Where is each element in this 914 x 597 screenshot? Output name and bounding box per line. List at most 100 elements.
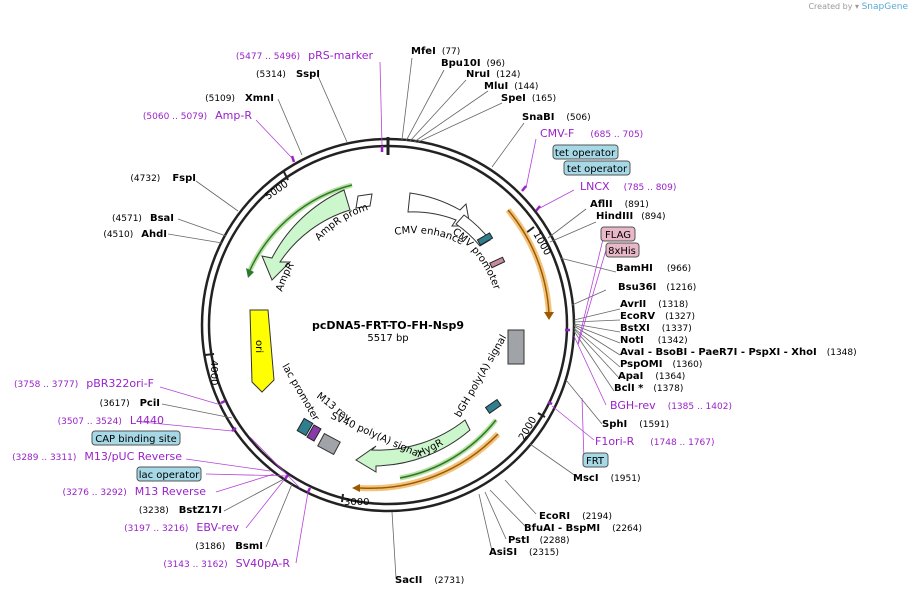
enzyme-sphi-pos: (1591) <box>639 420 669 430</box>
svg-text:NruI(124): NruI(124) <box>466 69 520 80</box>
svg-text:(4510)AhdI: (4510)AhdI <box>103 229 167 240</box>
enzyme-bpu10i-name: Bpu10I <box>441 58 481 69</box>
tick-label-4000: 4000 <box>208 360 219 385</box>
enzyme-ecorv-name: EcoRV <box>620 311 655 322</box>
svg-text:AvrII(1318): AvrII (1318) <box>620 299 688 310</box>
svg-text:CMV enhancer: CMV enhancer <box>0 0 465 248</box>
primer-lines <box>141 61 607 564</box>
enzyme-bpu10i-pos: (96) <box>487 59 505 69</box>
feature-flag: FLAG <box>605 230 631 241</box>
enzyme-sacii-name: SacII <box>395 575 422 586</box>
feature-lac-operator: lac operator <box>139 470 200 481</box>
enzyme-xmni-pos: (5109) <box>205 94 235 104</box>
svg-text:(4571)BsaI: (4571)BsaI <box>112 213 174 224</box>
feature-tet-operator-2: tet operator <box>567 164 628 175</box>
enzyme-sacii-pos: (2731) <box>434 576 464 586</box>
feature-ori[interactable]: ori <box>249 309 275 393</box>
enzyme-avrii-name: AvrII <box>620 299 646 310</box>
snapgene-credit: Created by ▾ SnapGene <box>808 2 908 12</box>
enzyme-snabi-pos: (506) <box>566 113 590 123</box>
svg-text:(5060 .. 5079)Amp-R: (5060 .. 5079)Amp-R <box>143 109 252 122</box>
svg-text:(3143 .. 3162)SV40pA-R: (3143 .. 3162)SV40pA-R <box>163 557 290 570</box>
orf-arcs <box>246 182 554 492</box>
primer-m13rev-range: (3276 .. 3292) <box>63 488 127 498</box>
primer-lncx-name: LNCX <box>580 180 610 193</box>
enzyme-apai-name: ApaI <box>618 371 643 382</box>
enzyme-bamhi-pos: (966) <box>667 264 691 274</box>
enzyme-sspi-pos: (5314) <box>256 70 286 80</box>
svg-text:(3758 .. 3777)pBR322ori-F: (3758 .. 3777)pBR322ori-F <box>14 377 154 390</box>
primer-prs-range: (5477 .. 5496) <box>236 52 300 62</box>
enzyme-labels-left: (5314)SspI (5109)XmnI (4732)FspI (4571)B… <box>100 69 320 552</box>
primer-m13puc-range: (3289 .. 3311) <box>12 453 76 463</box>
svg-text:BclI *(1378): BclI * (1378) <box>614 383 683 394</box>
boxed-feature-labels: tet operator tet operator FLAG 8xHis FRT… <box>91 144 640 482</box>
svg-text:(5477 .. 5496)pRS-marker: (5477 .. 5496)pRS-marker <box>236 49 374 62</box>
enzyme-bcli-pos: (1378) <box>653 384 683 394</box>
enzyme-mlui-pos: (144) <box>514 82 538 92</box>
primer-bghrev-name: BGH-rev <box>610 399 656 412</box>
enzyme-ahdi-pos: (4510) <box>103 230 133 240</box>
svg-text:MscI(1951): MscI(1951) <box>573 473 641 484</box>
enzyme-pspomi-name: PspOMI <box>620 359 662 370</box>
enzyme-aflii-name: AflII <box>590 199 613 210</box>
svg-text:PstI(2288): PstI(2288) <box>508 535 570 546</box>
svg-text:AvaI - BsoBI - PaeR7I - PspXI: AvaI - BsoBI - PaeR7I - PspXI - XhoI(134… <box>620 347 857 358</box>
svg-text:Bsu36I(1216): Bsu36I(1216) <box>618 282 696 293</box>
enzyme-pspomi-pos: (1360) <box>672 360 702 370</box>
svg-text:CMV-F(685 .. 705): CMV-F(685 .. 705) <box>540 127 643 140</box>
primer-ampr-range: (5060 .. 5079) <box>143 112 207 122</box>
enzyme-hindiii-pos: (894) <box>641 212 665 222</box>
svg-text:BamHI(966): BamHI (966) <box>616 263 691 274</box>
svg-text:LNCX(785 .. 809): LNCX (785 .. 809) <box>580 180 676 193</box>
svg-text:NotI(1342): NotI(1342) <box>620 335 688 346</box>
svg-text:HindIII(894): HindIII(894) <box>596 211 665 222</box>
enzyme-fspi-name: FspI <box>172 173 196 184</box>
primer-f1orir-name: F1ori-R <box>595 435 635 448</box>
svg-text:SpeI(165): SpeI(165) <box>501 93 556 104</box>
enzyme-bfuai-pos: (2264) <box>612 524 642 534</box>
enzyme-mfei-pos: (77) <box>442 47 460 57</box>
enzyme-bstz17i-pos: (3238) <box>139 506 169 516</box>
svg-text:MfeI(77): MfeI (77) <box>411 46 460 57</box>
svg-text:SphI(1591): SphI(1591) <box>602 419 669 430</box>
svg-text:(5109)XmnI: (5109)XmnI <box>205 93 274 104</box>
enzyme-bamhi-name: BamHI <box>616 263 653 274</box>
enzyme-bstz17i-name: BstZ17I <box>179 505 222 516</box>
primer-pbr322-range: (3758 .. 3777) <box>14 380 78 390</box>
primer-marks <box>220 146 570 493</box>
svg-text:SnaBI(506): SnaBI(506) <box>522 112 591 123</box>
enzyme-asisi-name: AsiSI <box>489 547 517 558</box>
svg-text:(3276 .. 3292)M13 Reverse: (3276 .. 3292)M13 Reverse <box>63 485 207 498</box>
enzyme-mfei-name: MfeI <box>411 46 436 57</box>
enzyme-mlui-name: MluI <box>484 81 508 92</box>
svg-text:Bpu10I(96): Bpu10I (96) <box>441 58 505 69</box>
feature-cmvenhancer[interactable]: CMV enhancer <box>0 0 471 248</box>
svg-text:MluI(144): MluI (144) <box>484 81 538 92</box>
primer-lncx-range: (785 .. 809) <box>624 183 677 193</box>
feature-cmvpromoter[interactable]: CMV promoter <box>450 214 506 292</box>
enzyme-pcii-pos: (3617) <box>100 399 130 409</box>
enzyme-psti-name: PstI <box>508 535 530 546</box>
credit-prefix: Created by <box>808 2 853 11</box>
primer-sv40par-name: SV40pA-R <box>236 557 291 570</box>
enzyme-fspi-pos: (4732) <box>130 174 160 184</box>
feature-label-ori: ori <box>253 340 264 353</box>
feature-lacpromoter[interactable]: lac promoter <box>279 362 321 424</box>
enzyme-bsmi-name: BsmI <box>235 541 263 552</box>
svg-text:(4732)FspI: (4732) FspI <box>130 173 196 184</box>
feature-label-lacpromoter: lac promoter <box>279 362 321 424</box>
svg-text:(3507 .. 3524)L4440: (3507 .. 3524)L4440 <box>58 414 164 427</box>
svg-text:BstXI(1337): BstXI(1337) <box>620 323 692 334</box>
svg-text:EcoRV(1327): EcoRV(1327) <box>620 311 695 322</box>
enzyme-avrii-pos: (1318) <box>658 300 688 310</box>
primer-l4440-name: L4440 <box>130 414 164 427</box>
primer-labels: (5477 .. 5496)pRS-marker (5060 .. 5079)A… <box>12 49 732 570</box>
enzyme-bcli-name: BclI * <box>614 383 644 394</box>
enzyme-bfuai-name: BfuAI - BspMI <box>524 523 600 534</box>
credit-brand: SnapGene <box>861 2 908 12</box>
feature-8xhis: 8xHis <box>608 246 636 257</box>
primer-ebvrev-range: (3197 .. 3216) <box>124 524 188 534</box>
primer-cmvf-range: (685 .. 705) <box>590 130 643 140</box>
plasmid-size: 5517 bp <box>367 333 408 344</box>
